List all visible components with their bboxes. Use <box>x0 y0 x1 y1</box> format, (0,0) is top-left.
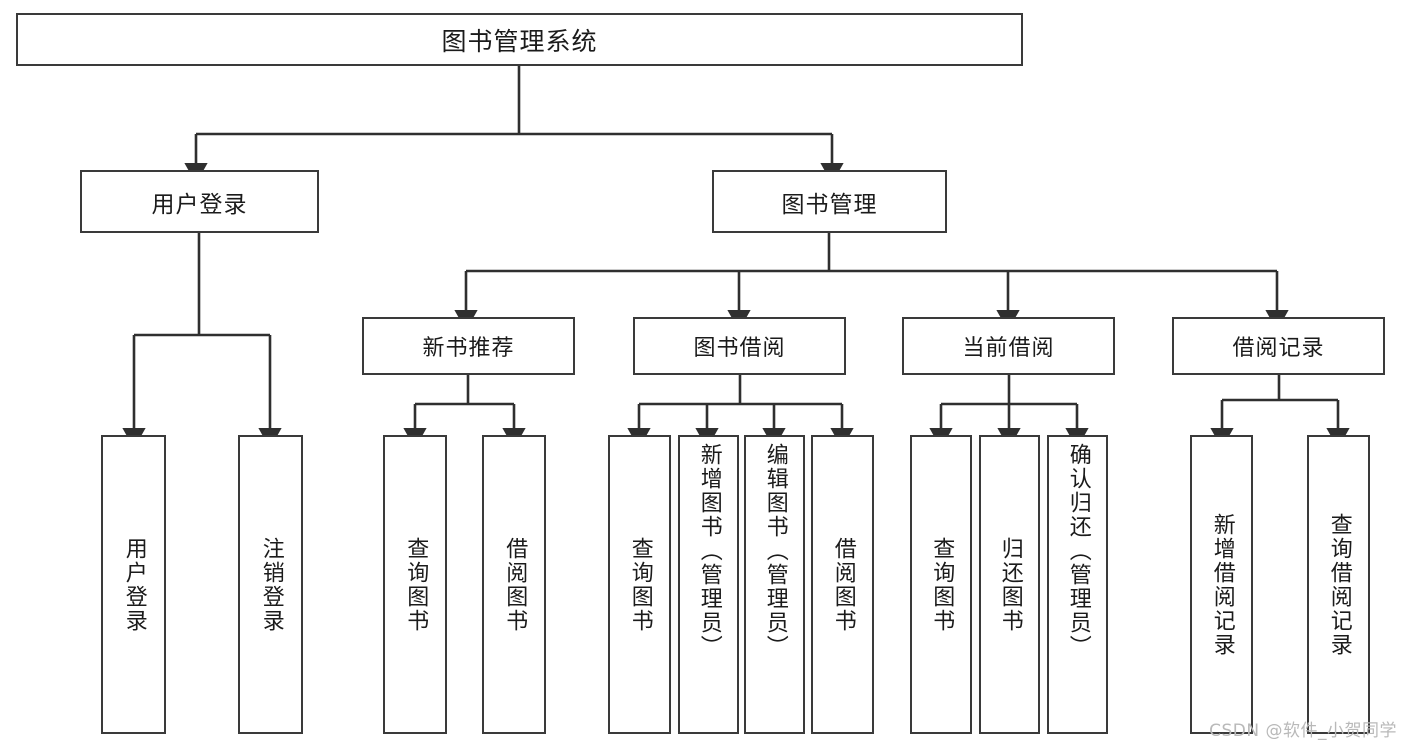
leaf-record-add-borrow-record[interactable]: 新增借阅记录 <box>1190 435 1253 734</box>
node-label: 图书管理 <box>781 191 878 218</box>
node-label: 查询图书 <box>627 536 653 633</box>
leaf-new-book-query-books[interactable]: 查询图书 <box>383 435 447 734</box>
node-label: 借阅记录 <box>1232 336 1325 361</box>
node-label: 图书借阅 <box>693 336 786 361</box>
node-label: 借阅图书 <box>830 536 856 633</box>
node-label: 当前借阅 <box>962 336 1055 361</box>
node-label: 查询借阅记录 <box>1326 512 1352 657</box>
node-book-management[interactable]: 图书管理 <box>712 170 947 233</box>
leaf-current-confirm-return-admin[interactable]: 确认归还（管理员） <box>1047 435 1108 734</box>
node-label: 新书推荐 <box>422 336 515 361</box>
leaf-record-query-borrow-record[interactable]: 查询借阅记录 <box>1307 435 1370 734</box>
leaf-borrow-add-book-admin[interactable]: 新增图书（管理员） <box>678 435 739 734</box>
leaf-borrow-edit-book-admin[interactable]: 编辑图书（管理员） <box>744 435 805 734</box>
csdn-watermark: CSDN @软件_小贺同学 <box>1209 721 1397 741</box>
node-label: 新增图书（管理员） <box>696 443 722 659</box>
node-label: 归还图书 <box>997 536 1023 633</box>
node-book-borrowing[interactable]: 图书借阅 <box>633 317 846 375</box>
node-current-borrowing[interactable]: 当前借阅 <box>902 317 1115 375</box>
node-label: 用户登录 <box>121 536 147 633</box>
node-new-book-recommendation[interactable]: 新书推荐 <box>362 317 575 375</box>
leaf-current-return-books[interactable]: 归还图书 <box>979 435 1040 734</box>
leaf-borrow-query-books[interactable]: 查询图书 <box>608 435 671 734</box>
node-label: 查询图书 <box>403 536 429 633</box>
node-label: 用户登录 <box>151 191 248 218</box>
node-label: 图书管理系统 <box>441 26 598 56</box>
leaf-borrow-borrow-books[interactable]: 借阅图书 <box>811 435 874 734</box>
node-label: 注销登录 <box>258 536 284 633</box>
node-label: 编辑图书（管理员） <box>762 443 788 659</box>
node-label: 确认归还（管理员） <box>1065 443 1091 659</box>
node-borrowing-record[interactable]: 借阅记录 <box>1172 317 1385 375</box>
leaf-user-login-signin[interactable]: 用户登录 <box>101 435 166 734</box>
node-label: 新增借阅记录 <box>1209 512 1235 657</box>
leaf-new-book-borrow-books[interactable]: 借阅图书 <box>482 435 546 734</box>
leaf-user-login-signout[interactable]: 注销登录 <box>238 435 303 734</box>
leaf-current-query-books[interactable]: 查询图书 <box>910 435 972 734</box>
node-root-book-management-system[interactable]: 图书管理系统 <box>16 13 1023 66</box>
node-label: 查询图书 <box>929 536 955 633</box>
node-label: 借阅图书 <box>502 536 528 633</box>
node-user-login[interactable]: 用户登录 <box>80 170 319 233</box>
